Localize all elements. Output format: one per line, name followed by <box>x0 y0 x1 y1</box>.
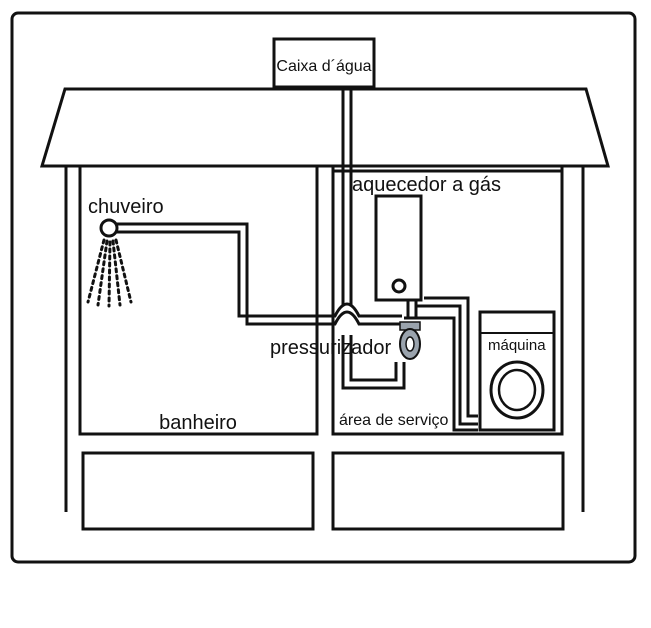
washing-machine-door-icon <box>489 360 545 420</box>
washing-machine-label: máquina <box>488 337 546 354</box>
bathroom-label: banheiro <box>159 412 237 434</box>
bathroom-walls <box>78 166 319 436</box>
gas-heater-label: aquecedor a gás <box>352 174 501 196</box>
shower-head-icon <box>99 218 119 238</box>
water-tank-label: Caixa d´água <box>276 58 371 75</box>
main-supply-pipe <box>341 87 406 390</box>
service-area-walls <box>331 166 564 436</box>
service-area-label: área de serviço <box>339 412 448 429</box>
pressurizer-label: pressurizador <box>270 337 392 359</box>
heater-pipes <box>404 296 478 432</box>
water-spray-icon <box>86 238 133 308</box>
pressurizer-pump-icon <box>399 321 421 360</box>
bottom-right-box <box>331 451 565 531</box>
shower-pipe <box>115 222 402 326</box>
shower-label: chuveiro <box>88 196 164 218</box>
bottom-left-box <box>81 451 315 531</box>
roof <box>39 87 610 168</box>
water-tank-box <box>272 37 376 89</box>
heater-pilot-icon <box>391 278 407 294</box>
